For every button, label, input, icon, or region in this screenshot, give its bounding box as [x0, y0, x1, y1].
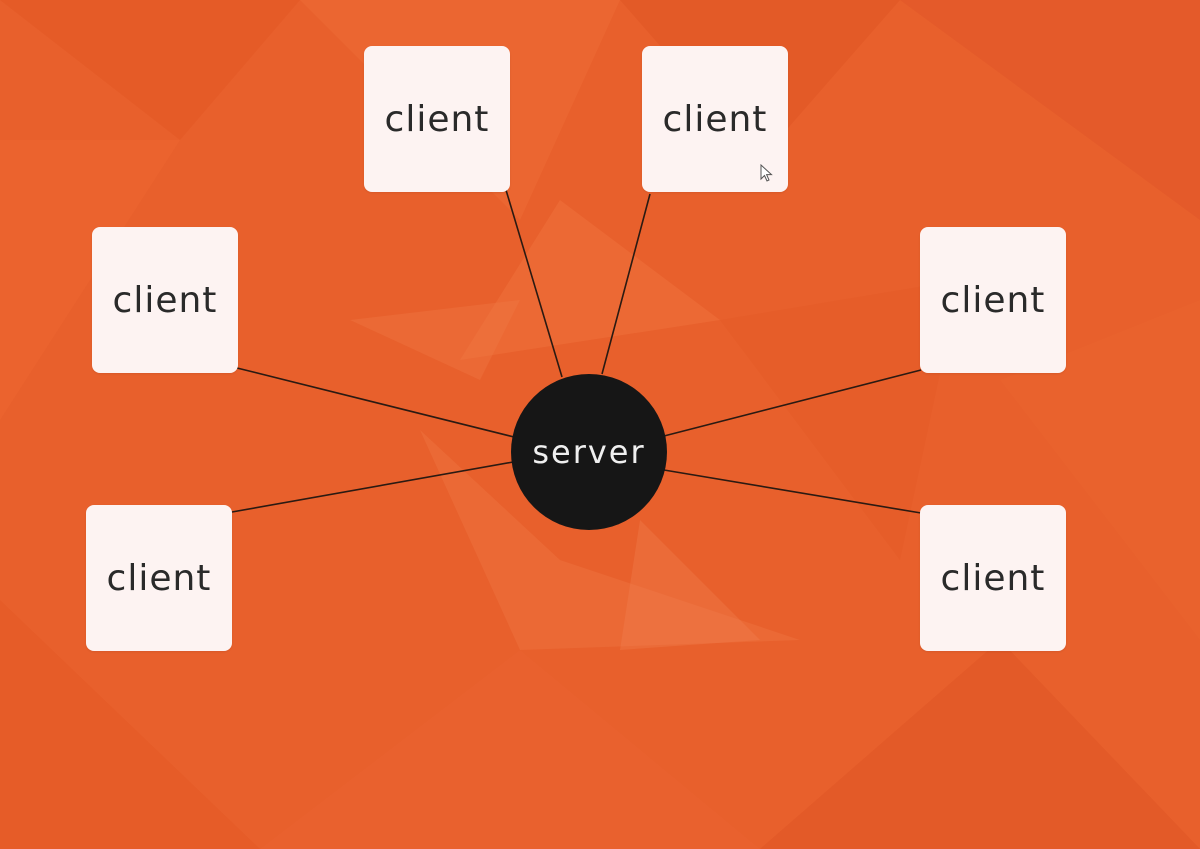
link-client-6 [663, 469, 922, 514]
link-client-4 [663, 369, 922, 437]
client-node: client [920, 227, 1066, 373]
client-node: client [920, 505, 1066, 651]
client-label: client [940, 557, 1046, 599]
client-node: client [92, 227, 238, 373]
client-label: client [384, 98, 490, 140]
mouse-cursor-icon [760, 164, 773, 182]
client-node: client [86, 505, 232, 651]
server-node: server [511, 374, 667, 530]
server-label: server [532, 433, 646, 471]
client-label: client [662, 98, 768, 140]
client-node: client [364, 46, 510, 192]
link-client-2 [601, 193, 651, 375]
client-label: client [940, 279, 1046, 321]
client-label: client [112, 279, 218, 321]
link-client-3 [236, 367, 515, 438]
client-label: client [106, 557, 212, 599]
client-node: client [642, 46, 788, 192]
link-client-1 [505, 189, 563, 378]
link-client-5 [231, 461, 514, 513]
